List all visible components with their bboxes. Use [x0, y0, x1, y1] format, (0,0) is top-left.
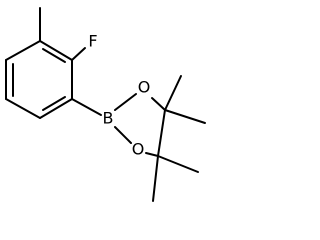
bond-o-bottom-c — [145, 152, 159, 157]
atom-label-oxygen-top: O — [138, 78, 151, 97]
molecule-drawing: F B O O — [5, 7, 206, 202]
bond-b-o-top — [114, 93, 137, 111]
bond-methyl-bottom-right — [157, 155, 199, 173]
bond-o-top-c — [151, 97, 166, 111]
atom-label-boron: B — [103, 109, 114, 128]
atom-label-oxygen-bottom: O — [132, 140, 145, 159]
bond-c-b — [71, 98, 102, 116]
bond-ring-c4-c5 — [5, 98, 41, 119]
bond-ring-c1-c2 — [39, 40, 73, 61]
bond-c-c-ring — [157, 109, 166, 157]
bond-ring-double-b — [42, 96, 66, 111]
bond-methyl-bottom-down — [152, 155, 159, 202]
bond-ring-double-a — [42, 48, 66, 63]
structure-canvas: F B O O — [5, 7, 206, 202]
bond-ring-c6-c1 — [5, 40, 41, 61]
bond-c-f — [71, 47, 86, 61]
bond-b-o-bottom — [114, 126, 132, 144]
bond-methyl-top-right — [164, 109, 206, 124]
bond-methyl-top-up — [164, 75, 182, 111]
atom-label-fluorine: F — [88, 32, 97, 51]
bond-ring-c3-c4 — [39, 98, 73, 119]
